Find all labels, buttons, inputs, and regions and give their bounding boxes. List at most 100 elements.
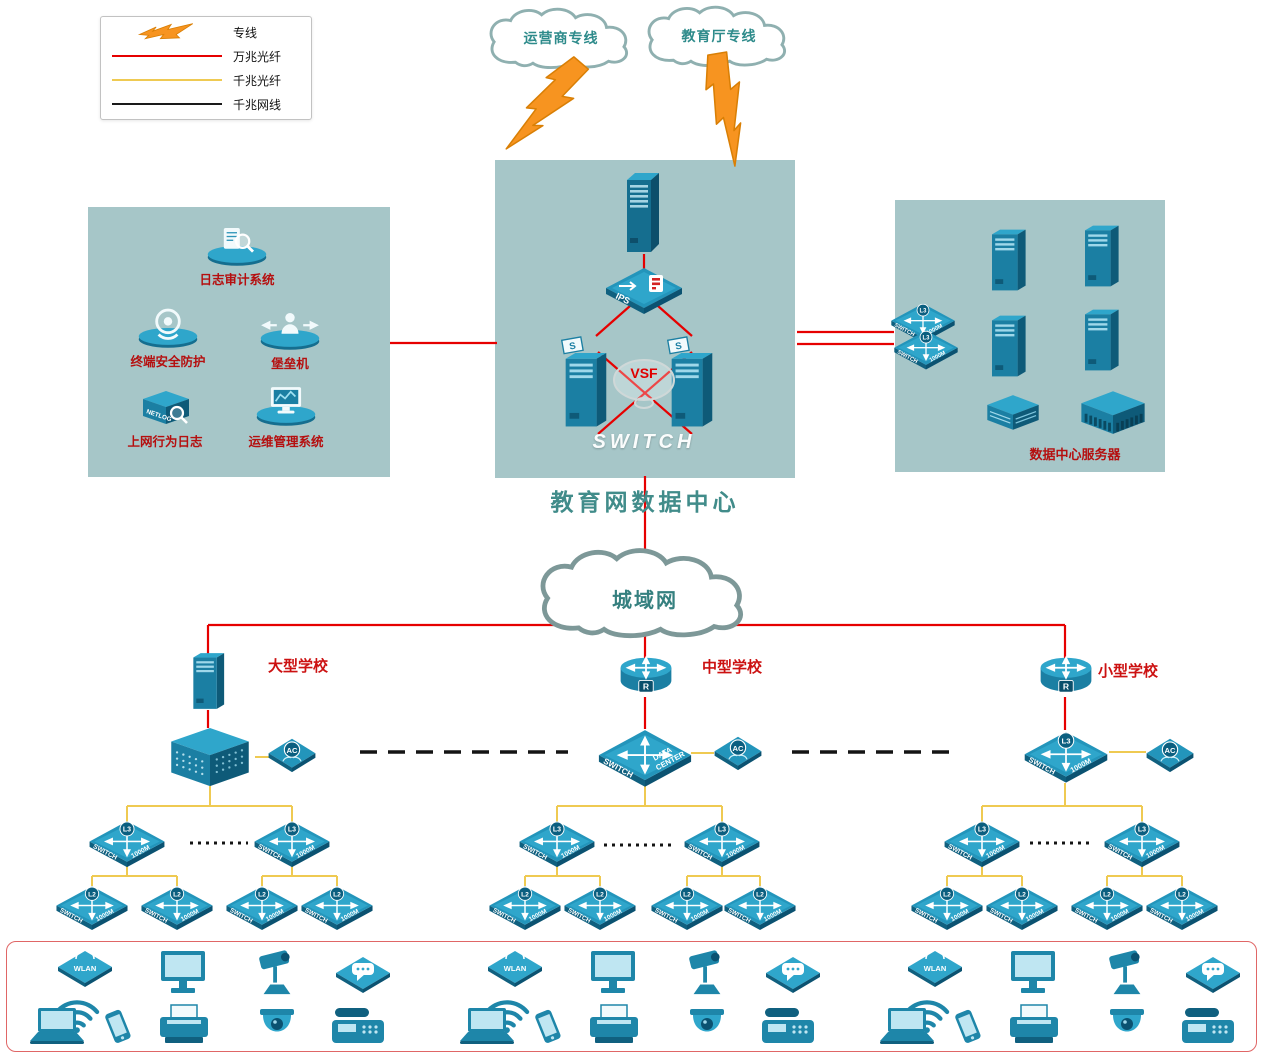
datacenter-server [984, 228, 1032, 292]
voice-chat-icon [764, 955, 822, 993]
vsf-label: VSF [630, 365, 658, 381]
svg-text:L2: L2 [596, 891, 604, 898]
education-cloud-label: 教育厅专线 [681, 28, 757, 44]
printer-icon [588, 1003, 640, 1047]
core-switch-word: SWITCH [592, 431, 696, 453]
core-chassis-switch [163, 726, 257, 788]
black-line-sample [112, 103, 222, 105]
security-item-label: 上网行为日志 [127, 435, 203, 449]
legend-label: 专线 [233, 25, 258, 40]
svg-text:L2: L2 [88, 891, 96, 898]
school-label: 小型学校 [1098, 663, 1159, 680]
vsf-core-switch: S [556, 330, 614, 434]
svg-text:S: S [675, 341, 684, 353]
firewall-device [619, 168, 667, 258]
svg-text:L3: L3 [1061, 737, 1071, 746]
legend-item-1g-fiber: 千兆光纤 [107, 70, 305, 91]
printer-icon [1008, 1003, 1060, 1047]
security-item-label: 运维管理系统 [248, 435, 324, 449]
man-cloud-label: 城域网 [612, 590, 678, 612]
fax-phone-icon [760, 1005, 816, 1047]
svg-text:L2: L2 [333, 891, 341, 898]
ac-controller: AC [1144, 737, 1196, 773]
svg-text:L2: L2 [258, 891, 266, 898]
desktop-computer-icon [588, 949, 640, 997]
school-core-server [186, 650, 230, 712]
legend-label: 千兆光纤 [233, 73, 282, 88]
svg-text:L3: L3 [978, 827, 986, 834]
man-cloud-icon [540, 548, 743, 639]
vsf-ring: VSF [610, 356, 678, 412]
laptop-icon [28, 1007, 86, 1045]
fax-phone-icon [330, 1005, 386, 1047]
svg-text:L2: L2 [756, 891, 764, 898]
dome-camera-icon [1106, 1007, 1148, 1047]
server-panel-label: 数据中心服务器 [1029, 447, 1121, 462]
svg-text:AC: AC [286, 746, 298, 755]
lightning-bolt-icon [505, 56, 590, 150]
ptz-camera-icon [684, 947, 730, 999]
voice-chat-icon [334, 955, 392, 993]
smartphone-icon [528, 1009, 568, 1047]
datacenter-title: 教育网数据中心 [550, 489, 740, 515]
laptop-icon [878, 1007, 936, 1045]
laptop-icon [458, 1007, 516, 1045]
svg-text:L3: L3 [1138, 827, 1146, 834]
smartphone-icon [948, 1009, 988, 1047]
yellow-line-sample [112, 79, 222, 81]
school-label: 大型学校 [268, 658, 329, 675]
svg-text:R: R [1063, 682, 1070, 692]
ptz-camera-icon [1104, 947, 1150, 999]
legend-item-10g-fiber: 万兆光纤 [107, 46, 305, 67]
desktop-computer-icon [1008, 949, 1060, 997]
legend-label: 千兆网线 [233, 97, 282, 112]
bastion-host-icon [257, 306, 323, 352]
svg-text:L3: L3 [920, 308, 928, 314]
svg-text:L2: L2 [1018, 891, 1026, 898]
svg-text:L2: L2 [943, 891, 951, 898]
svg-text:L2: L2 [521, 891, 529, 898]
wlan-ap-icon: WLAN [906, 949, 964, 987]
terminal-security-icon [135, 304, 201, 350]
ptz-camera-icon [254, 947, 300, 999]
security-item-label: 日志审计系统 [199, 273, 275, 287]
svg-text:L2: L2 [1103, 891, 1111, 898]
svg-text:L3: L3 [923, 335, 931, 341]
log-audit-icon [204, 222, 270, 268]
lightning-icon [107, 22, 227, 42]
dome-camera-icon [256, 1007, 298, 1047]
svg-text:L3: L3 [553, 827, 561, 834]
svg-text:WLAN: WLAN [924, 964, 947, 973]
legend-label: 万兆光纤 [233, 49, 282, 64]
school-label: 中型学校 [702, 659, 763, 676]
datacenter-server [984, 314, 1032, 378]
fax-phone-icon [1180, 1005, 1236, 1047]
blade-chassis [1074, 388, 1152, 436]
smartphone-icon [98, 1009, 138, 1047]
storage-array [982, 392, 1044, 432]
svg-text:S: S [569, 341, 578, 353]
ops-management-icon [253, 382, 319, 428]
ips-device: IPS [604, 266, 684, 316]
svg-text:WLAN: WLAN [74, 964, 97, 973]
svg-text:AC: AC [732, 744, 744, 753]
printer-icon [158, 1003, 210, 1047]
svg-text:L3: L3 [718, 827, 726, 834]
ac-controller: AC [266, 737, 318, 773]
